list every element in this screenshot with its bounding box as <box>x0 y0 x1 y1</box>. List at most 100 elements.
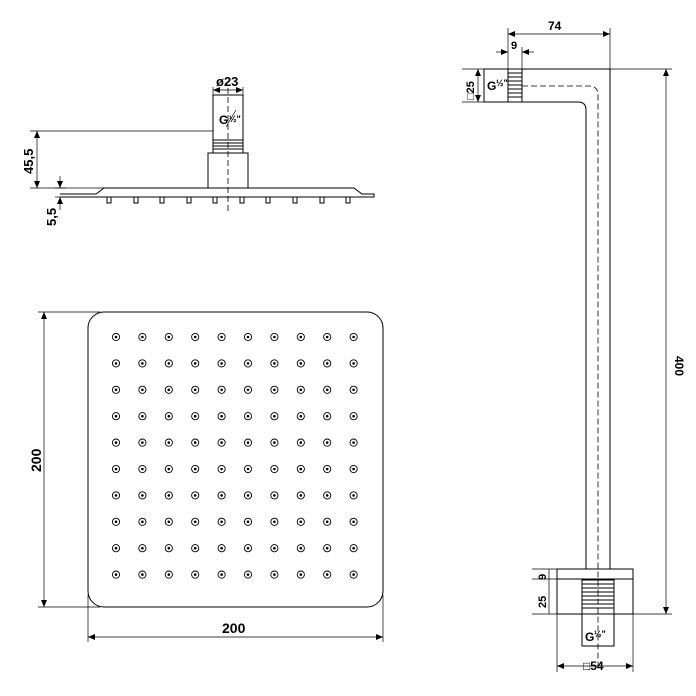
nozzle <box>164 517 173 526</box>
nozzle-hole <box>167 494 171 497</box>
nozzle <box>217 385 226 394</box>
nozzle <box>349 412 358 421</box>
nozzle <box>164 438 173 447</box>
side-view: ø23 G ½" 45,5 5,5 <box>21 74 375 226</box>
nozzle <box>138 332 147 342</box>
nozzle-hole <box>246 494 250 497</box>
nozzle-hole <box>167 546 171 550</box>
nozzle-hole <box>220 414 223 418</box>
nozzle-hole <box>167 441 171 444</box>
nozzle-hole <box>246 546 250 550</box>
nozzle-hole <box>167 414 171 418</box>
nozzle-hole <box>114 494 118 497</box>
nozzle <box>191 359 200 368</box>
nozzle <box>191 517 200 526</box>
nozzle-hole <box>141 467 144 471</box>
nozzle <box>270 359 279 368</box>
nozzle <box>349 570 358 579</box>
thread-fraction: ½" <box>229 114 241 124</box>
nozzle <box>349 464 358 474</box>
nozzle-hole <box>273 362 276 365</box>
nozzle <box>270 464 279 474</box>
nozzle-hole <box>114 335 118 339</box>
nozzle-hole <box>246 467 250 471</box>
top-thread-fraction: ½" <box>496 78 508 88</box>
nozzle-hole <box>141 520 144 524</box>
nozzle <box>111 359 121 368</box>
bottom-thread-label: G <box>585 630 594 644</box>
nozzle-hole <box>220 441 223 444</box>
nozzle-hole <box>193 573 197 576</box>
nozzle <box>270 544 279 553</box>
nozzle <box>323 464 332 474</box>
nozzle-hole <box>352 414 355 418</box>
nozzle-hole <box>352 520 355 524</box>
nozzle <box>217 359 226 368</box>
nozzle-hole <box>167 335 171 339</box>
nozzle-hole <box>299 494 303 497</box>
nozzle <box>217 464 226 474</box>
nozzle-hole <box>220 388 223 392</box>
nozzle-hole <box>193 388 197 392</box>
nozzle-hole <box>114 573 118 576</box>
nozzle-hole <box>325 573 329 576</box>
nozzle-hole <box>246 573 250 576</box>
nozzle <box>138 570 147 579</box>
front-view: 200 200 <box>28 311 384 642</box>
nozzle <box>138 438 147 447</box>
nozzle-hole <box>220 335 223 339</box>
nozzle <box>243 491 253 500</box>
nozzle <box>191 385 200 394</box>
square-label: □25 <box>465 81 477 100</box>
nozzle <box>111 544 121 553</box>
nozzle <box>349 544 358 553</box>
nozzle <box>296 359 305 368</box>
nozzle-hole <box>193 494 197 497</box>
nozzle-hole <box>352 494 355 497</box>
nozzle <box>164 412 173 421</box>
nozzle <box>323 438 332 447</box>
nozzle-hole <box>114 362 118 365</box>
nozzle-hole <box>141 388 144 392</box>
nozzle <box>217 438 226 447</box>
nozzle-hole <box>299 388 303 392</box>
nozzle-hole <box>273 414 276 418</box>
nozzle-hole <box>246 388 250 392</box>
arm-inner-edge <box>522 101 587 569</box>
nozzle <box>111 412 121 421</box>
nozzle-hole <box>167 362 171 365</box>
nozzle <box>217 412 226 421</box>
nozzle-hole <box>299 441 303 444</box>
nozzle <box>243 332 253 342</box>
nozzle <box>138 385 147 394</box>
nozzle <box>270 412 279 421</box>
nozzle <box>323 544 332 553</box>
nozzle <box>164 385 173 394</box>
nozzle-hole <box>299 362 303 365</box>
shower-plate-face <box>87 311 384 608</box>
nozzle-hole <box>220 467 223 471</box>
nozzle-hole <box>325 362 329 365</box>
nozzle <box>243 359 253 368</box>
nozzle <box>217 570 226 579</box>
nozzle-hole <box>246 362 250 365</box>
nozzle <box>349 438 358 447</box>
nozzle <box>111 438 121 447</box>
nozzle <box>164 359 173 368</box>
flange-square-label: □54 <box>583 659 604 673</box>
nozzle <box>323 412 332 421</box>
nozzle-hole <box>114 546 118 550</box>
nozzle-hole <box>299 573 303 576</box>
nozzle-hole <box>352 388 355 392</box>
nozzle-hole <box>325 494 329 497</box>
arm-view: G ½" G ½" 74 9 □25 <box>462 19 686 673</box>
nozzle <box>296 412 305 421</box>
nozzle-hole <box>352 441 355 444</box>
nozzle <box>111 491 121 500</box>
nozzle <box>296 544 305 553</box>
nozzle <box>217 544 226 553</box>
nozzle-hole <box>141 335 144 339</box>
bottom-thread-fraction: ½" <box>594 629 606 639</box>
nozzle <box>270 332 279 342</box>
